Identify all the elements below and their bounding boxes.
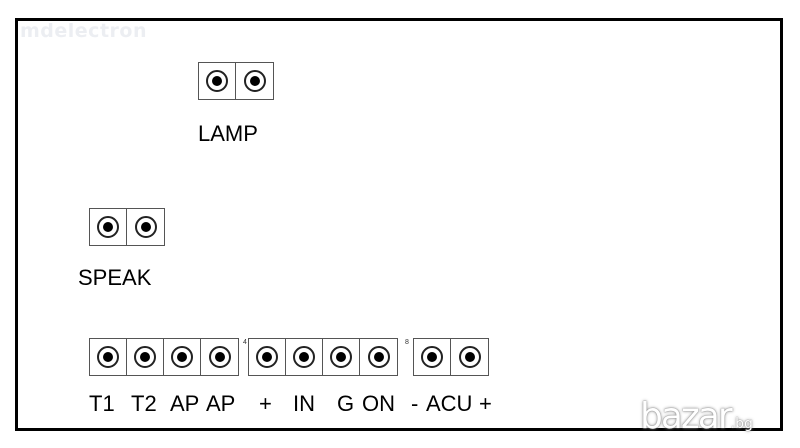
- terminal: [90, 209, 127, 245]
- terminal-label: AP: [206, 391, 236, 416]
- terminal-pin-icon: [97, 216, 119, 238]
- terminal-label: T1: [89, 391, 115, 416]
- terminal-pin-icon: [243, 70, 266, 92]
- terminal: [360, 339, 397, 375]
- terminal: [323, 339, 360, 375]
- speak-connector: [89, 208, 165, 246]
- terminal-pin-icon: [367, 346, 390, 368]
- terminal: [236, 63, 273, 99]
- terminal-label: -: [411, 391, 419, 416]
- terminal: [201, 339, 238, 375]
- terminal: [127, 339, 164, 375]
- lamp-connector: [198, 62, 274, 100]
- terminal-label: IN: [293, 391, 315, 416]
- board-outline: [15, 18, 783, 431]
- terminal-label: ACU: [426, 391, 473, 416]
- speak-label: SPEAK: [78, 265, 152, 290]
- terminal-label: ON: [362, 391, 395, 416]
- terminal: [164, 339, 201, 375]
- terminal-pin-icon: [134, 346, 156, 368]
- terminal: [414, 339, 451, 375]
- main-connector-group-1: [89, 338, 239, 376]
- terminal: [199, 63, 236, 99]
- terminal-pin-icon: [171, 346, 193, 368]
- terminal-label: AP: [170, 391, 200, 416]
- terminal: [451, 339, 488, 375]
- terminal-label: G: [337, 391, 355, 416]
- terminal-pin-icon: [458, 346, 481, 368]
- watermark-bazar: bazar.bg: [640, 396, 753, 437]
- pin-marker-4: 4: [243, 339, 247, 346]
- terminal: [127, 209, 164, 245]
- terminal-pin-icon: [421, 346, 443, 368]
- main-connector-group-3: [413, 338, 489, 376]
- pin-marker-8: 8: [405, 339, 409, 346]
- terminal: [286, 339, 323, 375]
- main-connector-group-2: [248, 338, 398, 376]
- terminal-label: +: [479, 391, 492, 416]
- lamp-label: LAMP: [198, 121, 258, 146]
- terminal-pin-icon: [134, 216, 157, 238]
- terminal-pin-icon: [208, 346, 231, 368]
- terminal-pin-icon: [293, 346, 315, 368]
- terminal: [249, 339, 286, 375]
- terminal-label: T2: [131, 391, 157, 416]
- terminal-pin-icon: [97, 346, 119, 368]
- terminal-pin-icon: [256, 346, 278, 368]
- watermark-mdelectron: mdelectron: [20, 20, 147, 42]
- terminal: [90, 339, 127, 375]
- terminal-label: +: [259, 391, 272, 416]
- terminal-pin-icon: [206, 70, 228, 92]
- terminal-pin-icon: [330, 346, 352, 368]
